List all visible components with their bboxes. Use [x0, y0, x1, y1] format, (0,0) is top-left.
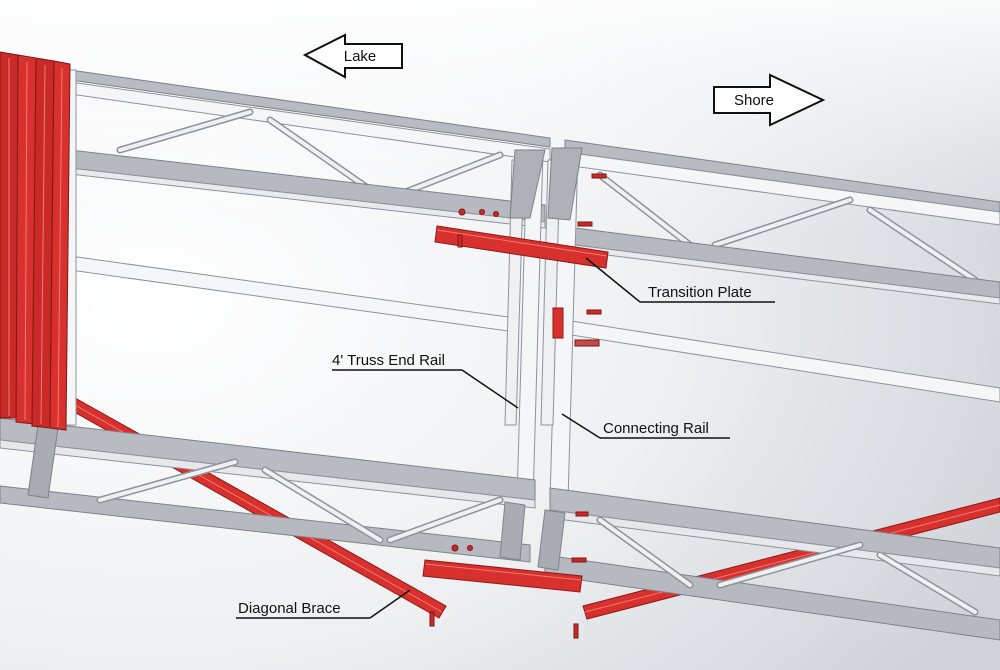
truss-end-rail-label: 4' Truss End Rail [332, 352, 445, 369]
right-bottom-upper-beam [549, 487, 1000, 569]
callout-diagonal-brace: Diagonal Brace [236, 589, 411, 619]
shore-arrow: Shore [713, 73, 826, 127]
lake-arrow: Lake [302, 33, 403, 79]
bolts [429, 173, 607, 639]
callout-truss-end-rail: 4' Truss End Rail [332, 352, 519, 409]
left-truss-section [0, 69, 551, 563]
transition-plate-label: Transition Plate [648, 284, 752, 301]
center-clamp [552, 307, 600, 347]
left-top-gusset [509, 149, 546, 219]
callout-connecting-rail: Connecting Rail [561, 413, 730, 439]
shore-arrow-label: Shore [734, 92, 774, 109]
diagonal-brace-label: Diagonal Brace [238, 600, 341, 617]
transition-plate-bottom [422, 559, 583, 593]
right-truss-section [537, 139, 1000, 641]
callout-transition-plate: Transition Plate [585, 257, 775, 303]
connecting-rail-label: Connecting Rail [603, 420, 709, 437]
lake-arrow-label: Lake [344, 48, 377, 65]
transition-plate-top [434, 225, 609, 269]
decking-slats [0, 51, 71, 431]
